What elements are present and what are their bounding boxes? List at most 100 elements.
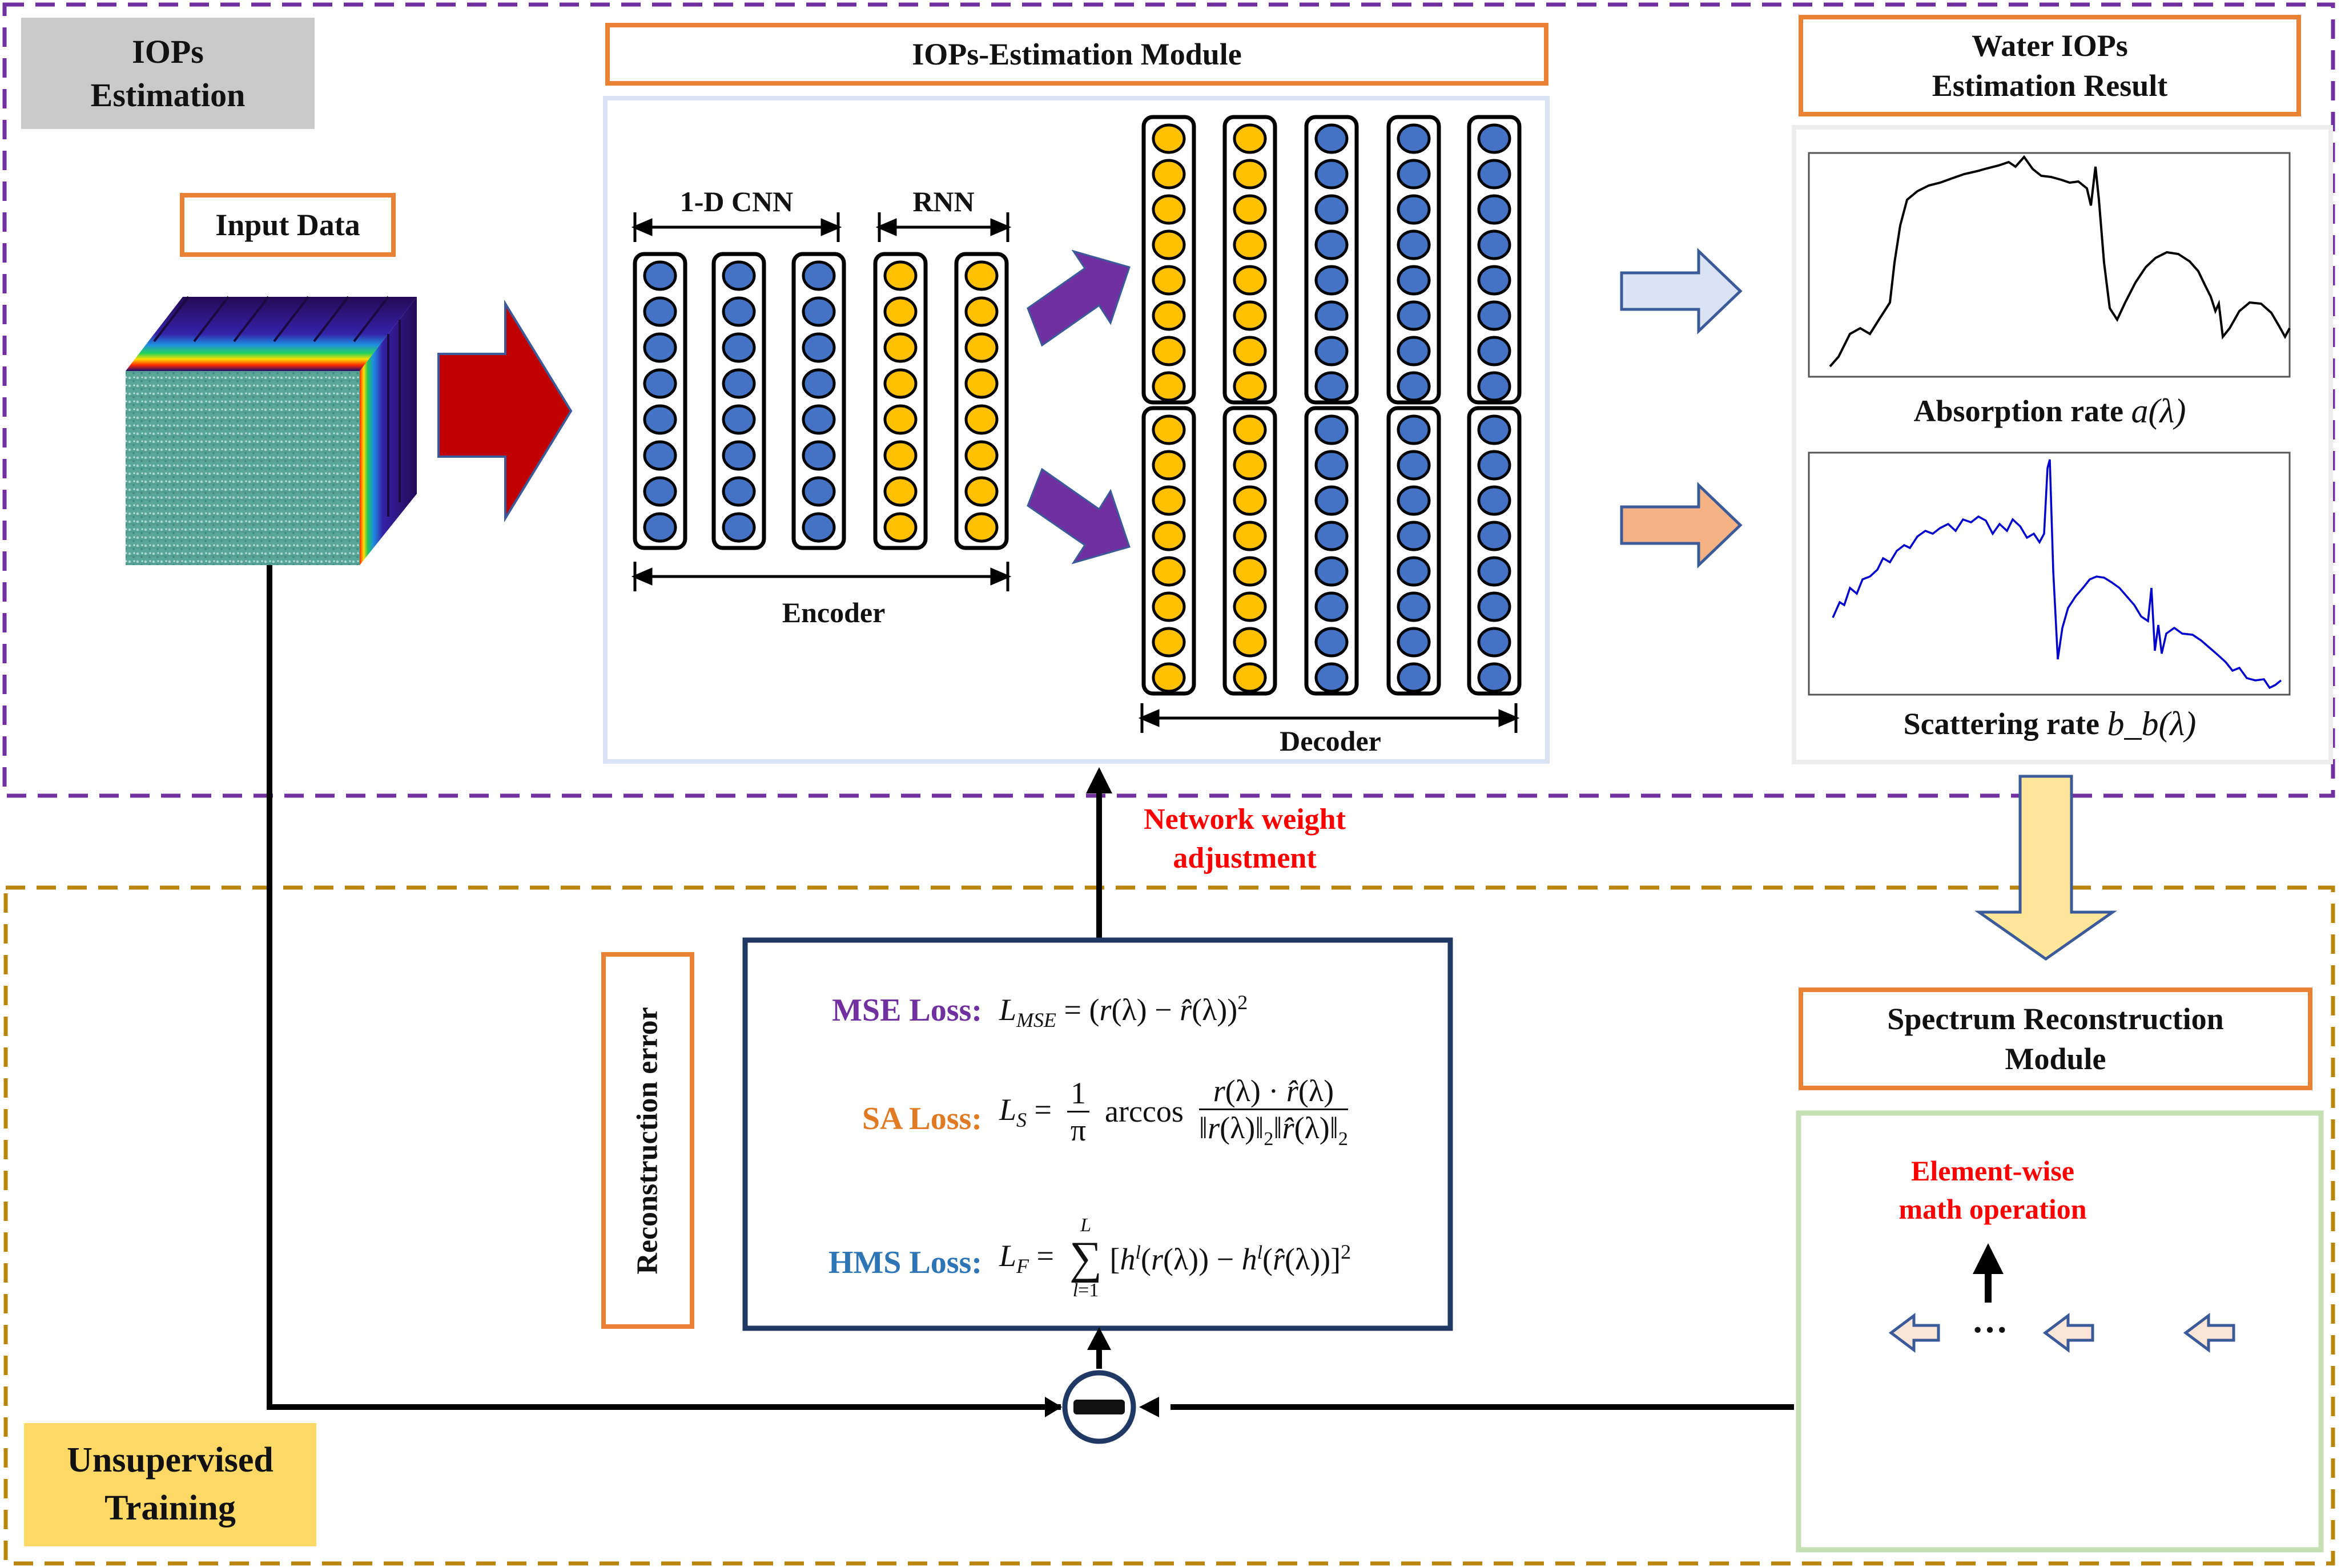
neuron-node <box>883 260 918 291</box>
arrow-up-icon <box>1087 1327 1111 1350</box>
neuron-node <box>1477 194 1511 225</box>
neuron-node <box>964 296 999 327</box>
neuron-node <box>883 368 918 399</box>
neuron-node <box>1314 336 1349 366</box>
neuron-node <box>883 296 918 327</box>
neuron-node <box>964 260 999 291</box>
hms-loss-label: HMS Loss: <box>828 1245 982 1280</box>
cnn-label: 1-D CNN <box>679 186 794 217</box>
decoder-span-arrow <box>1138 703 1520 733</box>
neuron-node <box>1397 662 1431 693</box>
neuron-node <box>1314 229 1349 260</box>
rnn-layer-2 <box>954 252 1009 550</box>
neuron-node <box>1233 485 1267 516</box>
neuron-node <box>722 440 756 471</box>
neuron-node <box>1233 300 1267 331</box>
neuron-node <box>1152 229 1186 260</box>
neuron-node <box>1397 300 1431 331</box>
arrow-right-icon <box>1620 482 1743 569</box>
neuron-node <box>1152 485 1186 516</box>
arrow-left-icon <box>2183 1313 2235 1353</box>
neuron-node <box>643 512 677 543</box>
neuron-node <box>1233 450 1267 481</box>
neuron-node <box>1314 159 1349 190</box>
ellipsis-label: ··· <box>1971 1309 2009 1350</box>
decoder-lower-layer-3 <box>1304 406 1359 696</box>
neuron-node <box>1152 265 1186 296</box>
neuron-node <box>1233 556 1267 587</box>
decoder-lower-layer-4 <box>1386 406 1441 696</box>
neuron-node <box>964 440 999 471</box>
mse-loss-label: MSE Loss: <box>832 993 982 1028</box>
iops-estimation-badge <box>21 18 315 129</box>
neuron-node <box>1477 521 1511 551</box>
arrow-up-right-icon <box>1027 249 1131 347</box>
unsupervised-training-label: Unsupervised Training <box>67 1441 273 1527</box>
neuron-node <box>1233 123 1267 154</box>
neuron-node <box>1314 450 1349 481</box>
decoder-lower-layer-2 <box>1222 406 1277 696</box>
neuron-node <box>1477 556 1511 587</box>
neuron-node <box>1477 591 1511 622</box>
iops-estimation-module-title: IOPs-Estimation Module <box>605 23 1548 86</box>
neuron-node <box>1477 450 1511 481</box>
arrow-down-icon <box>1974 775 2117 961</box>
neuron-node <box>1314 485 1349 516</box>
scattering-curve <box>1832 459 2282 690</box>
rnn-label: RNN <box>912 186 975 217</box>
arrow-up-icon <box>1086 767 1112 939</box>
neuron-node <box>1477 627 1511 658</box>
neuron-node <box>643 332 677 363</box>
neuron-node <box>1477 485 1511 516</box>
unsupervised-training-region <box>3 885 2335 1566</box>
neuron-node <box>1477 265 1511 296</box>
neuron-node <box>1152 450 1186 481</box>
neuron-node <box>643 476 677 507</box>
absorption-plot-frame <box>1808 152 2291 378</box>
network-layers <box>633 115 2290 1532</box>
neuron-node <box>964 332 999 363</box>
element-wise-label: Element-wise math operation <box>1898 1154 2087 1226</box>
decoder-upper-layer-3 <box>1304 115 1359 405</box>
neuron-node <box>1314 265 1349 296</box>
neuron-node <box>1397 336 1431 366</box>
scattering-plot-frame <box>1808 452 2291 696</box>
reconstruction-error-label: Reconstruction error <box>601 952 694 1329</box>
arrow-right-icon <box>1620 248 1743 334</box>
absorption-label: Absorption rate <box>1913 394 2124 428</box>
neuron-node <box>802 404 836 435</box>
neuron-node <box>1397 521 1431 551</box>
neuron-node <box>1152 521 1186 551</box>
neuron-node <box>1152 556 1186 587</box>
neuron-node <box>1314 627 1349 658</box>
decoder-label: Decoder <box>1280 725 1381 757</box>
neuron-node <box>1477 300 1511 331</box>
decoder-lower-layer-5 <box>1467 406 1522 696</box>
cnn-layer-1 <box>633 252 687 550</box>
absorption-curve <box>1829 155 2291 368</box>
neuron-node <box>1397 485 1431 516</box>
subtract-icon <box>1062 1370 1136 1444</box>
scattering-caption: Scattering rate b_b(λ) <box>1856 701 2244 747</box>
cnn-layer-2 <box>711 252 766 550</box>
neuron-node <box>1397 194 1431 225</box>
neuron-node <box>883 440 918 471</box>
neuron-node <box>1397 159 1431 190</box>
neuron-node <box>1152 123 1186 154</box>
neuron-node <box>802 512 836 543</box>
neuron-node <box>722 476 756 507</box>
neuron-node <box>1233 265 1267 296</box>
neuron-node <box>1397 627 1431 658</box>
neuron-node <box>964 368 999 399</box>
iops-estimation-label: IOPs Estimation <box>90 33 246 114</box>
neuron-node <box>1152 662 1186 693</box>
hms-equation: LF = L ∑ l=1 [hl(r(λ)) − hl(r̂(λ))]2 <box>999 1215 1351 1301</box>
neuron-node <box>1152 336 1186 366</box>
neuron-node <box>722 368 756 399</box>
neuron-node <box>1397 414 1431 445</box>
neuron-node <box>1233 521 1267 551</box>
neuron-node <box>1152 414 1186 445</box>
encoder-label: Encoder <box>782 596 886 628</box>
neuron-node <box>1152 591 1186 622</box>
